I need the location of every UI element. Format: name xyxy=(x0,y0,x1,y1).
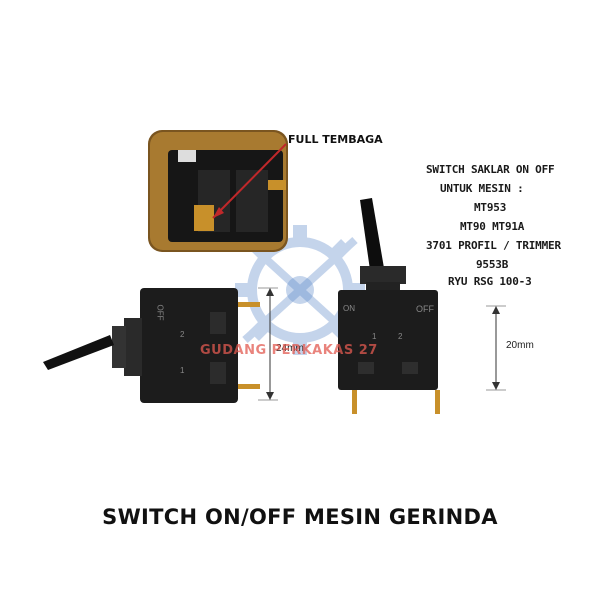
switch-mark-one-front: 1 xyxy=(372,332,377,341)
dimension-left: 24mm xyxy=(276,343,304,354)
callout-label: FULL TEMBAGA xyxy=(288,133,383,146)
switch-mark-off-front: OFF xyxy=(416,304,434,314)
spec-line: RYU RSG 100-3 xyxy=(448,275,532,288)
spec-line: UNTUK MESIN : xyxy=(440,182,524,195)
spec-line: MT90 MT91A xyxy=(460,220,525,233)
caption: SWITCH ON/OFF MESIN GERINDA xyxy=(102,505,498,529)
spec-line: 9553B xyxy=(476,258,509,271)
switch-mark-one: 1 xyxy=(180,366,185,375)
switch-mark-two-front: 2 xyxy=(398,332,403,341)
spec-line: SWITCH SAKLAR ON OFF xyxy=(426,163,555,176)
switch-mark-two: 2 xyxy=(180,330,185,339)
switch-mark-on: ON xyxy=(343,304,355,313)
spec-line: 3701 PROFIL / TRIMMER xyxy=(426,239,561,252)
watermark-text: GUDANG PERKAKAS 27 xyxy=(200,343,378,358)
dimension-right: 20mm xyxy=(506,340,534,351)
spec-line: MT953 xyxy=(474,201,507,214)
